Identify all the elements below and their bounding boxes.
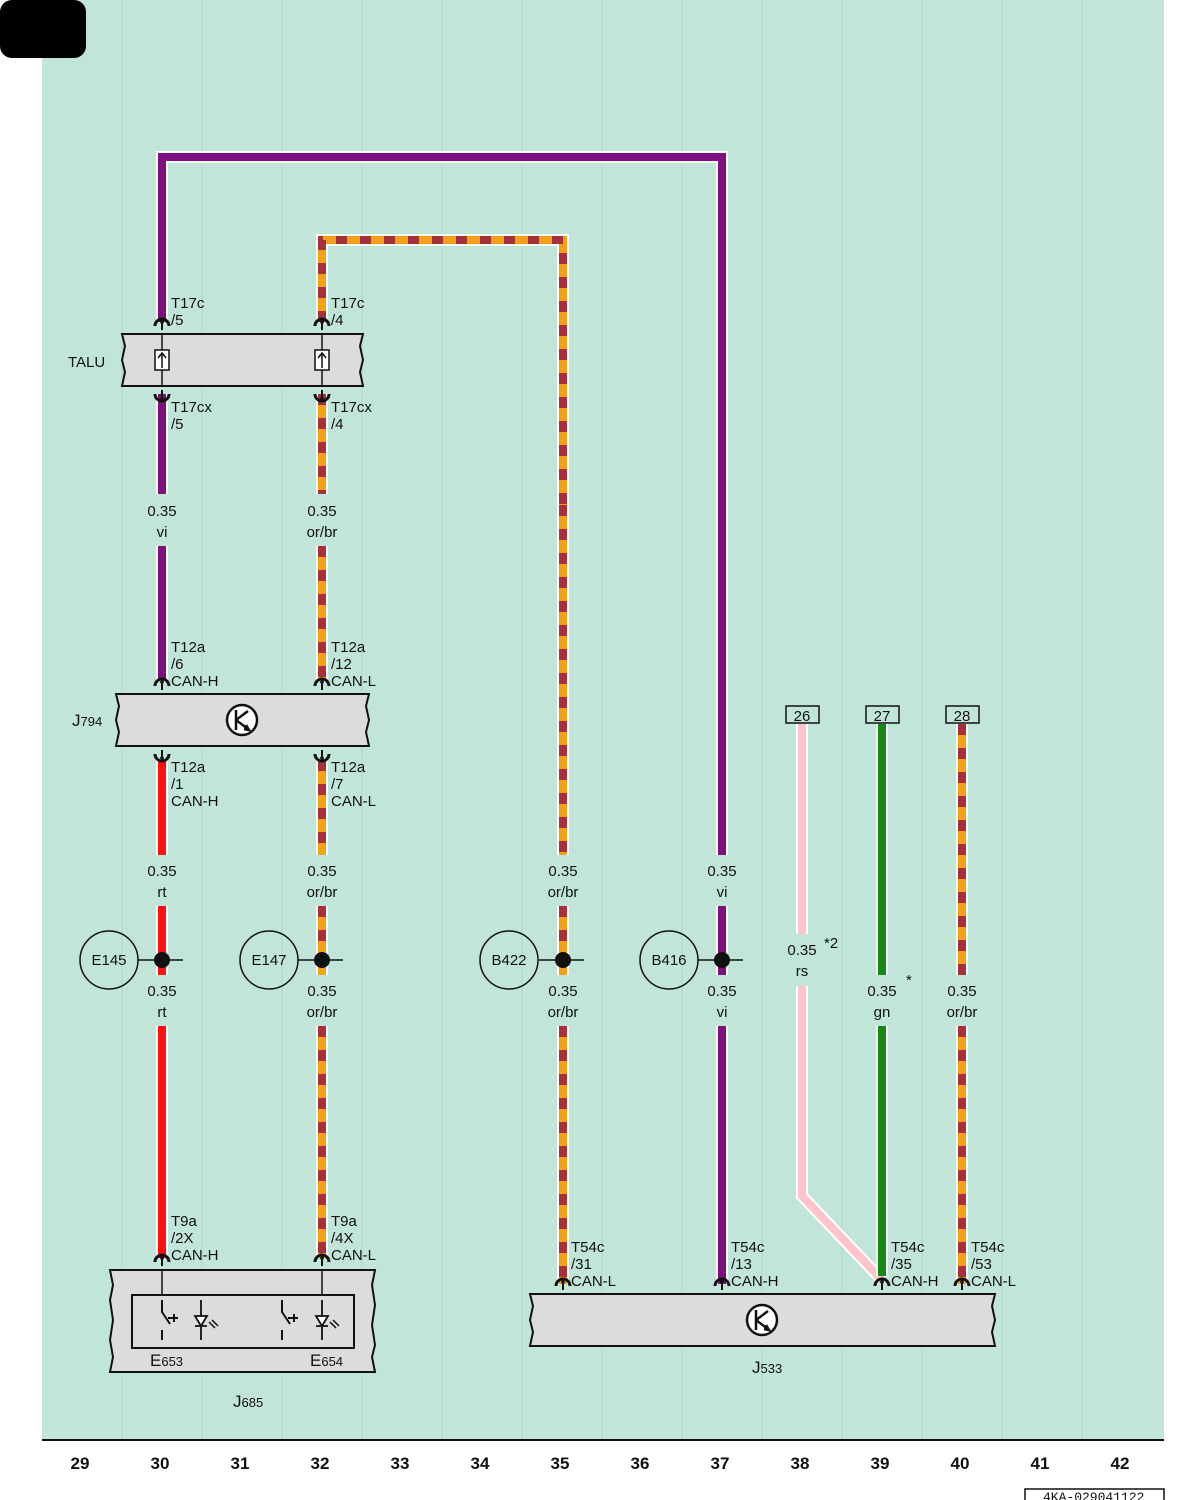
svg-text:27: 27 <box>874 708 891 725</box>
svg-text:34: 34 <box>471 1454 490 1473</box>
svg-text:28: 28 <box>954 708 971 725</box>
svg-text:33: 33 <box>391 1454 410 1473</box>
led-icon <box>193 1300 209 1340</box>
j533-box <box>528 1293 997 1347</box>
svg-text:31: 31 <box>231 1454 250 1473</box>
svg-text:4KA-029041122: 4KA-029041122 <box>1043 1490 1144 1500</box>
svg-text:E145: E145 <box>91 952 126 969</box>
j794-box <box>114 693 371 747</box>
svg-text:T17cx/4: T17cx/4 <box>331 399 372 433</box>
footnote-rs: *2 <box>824 935 838 952</box>
svg-text:30: 30 <box>151 1454 170 1473</box>
svg-text:E147: E147 <box>251 952 286 969</box>
ground-points: E145 E147 B422 B416 <box>79 930 743 990</box>
svg-text:39: 39 <box>871 1454 890 1473</box>
led-icon <box>314 1300 330 1340</box>
j685-label: J685 <box>233 1392 263 1411</box>
e654-label: E654 <box>310 1351 343 1370</box>
svg-text:26: 26 <box>794 708 811 725</box>
svg-text:T17c/5: T17c/5 <box>171 295 205 329</box>
ground-b422 <box>479 930 539 990</box>
svg-text:B422: B422 <box>491 952 526 969</box>
talu-label: TALU <box>68 354 105 371</box>
column-numbers: 29 30 31 32 33 34 35 36 37 38 39 40 41 4… <box>71 1454 1130 1473</box>
j794-label: J794 <box>72 711 102 730</box>
footnote-gn: * <box>906 972 912 989</box>
e653-label: E653 <box>150 1351 183 1370</box>
svg-text:32: 32 <box>311 1454 330 1473</box>
svg-text:37: 37 <box>711 1454 730 1473</box>
ground-e147 <box>239 930 299 990</box>
j533-label: J533 <box>752 1358 782 1377</box>
svg-text:T17c/4: T17c/4 <box>331 295 365 329</box>
svg-text:40: 40 <box>951 1454 970 1473</box>
svg-text:29: 29 <box>71 1454 90 1473</box>
ground-e145 <box>79 930 139 990</box>
j685-box <box>108 1269 377 1373</box>
svg-text:42: 42 <box>1111 1454 1130 1473</box>
image-ref-box: 4KA-029041122 <box>1024 1488 1165 1500</box>
page-tab <box>0 0 86 58</box>
continuation-refs: 26 27 28 <box>785 705 980 725</box>
svg-text:T17cx/5: T17cx/5 <box>171 399 212 433</box>
switch-icon <box>161 1300 171 1340</box>
switch-icon <box>281 1300 291 1340</box>
talu-box <box>120 333 365 387</box>
svg-text:38: 38 <box>791 1454 810 1473</box>
svg-text:41: 41 <box>1031 1454 1050 1473</box>
svg-text:35: 35 <box>551 1454 570 1473</box>
svg-text:B416: B416 <box>651 952 686 969</box>
svg-text:36: 36 <box>631 1454 650 1473</box>
ground-b416 <box>639 930 699 990</box>
